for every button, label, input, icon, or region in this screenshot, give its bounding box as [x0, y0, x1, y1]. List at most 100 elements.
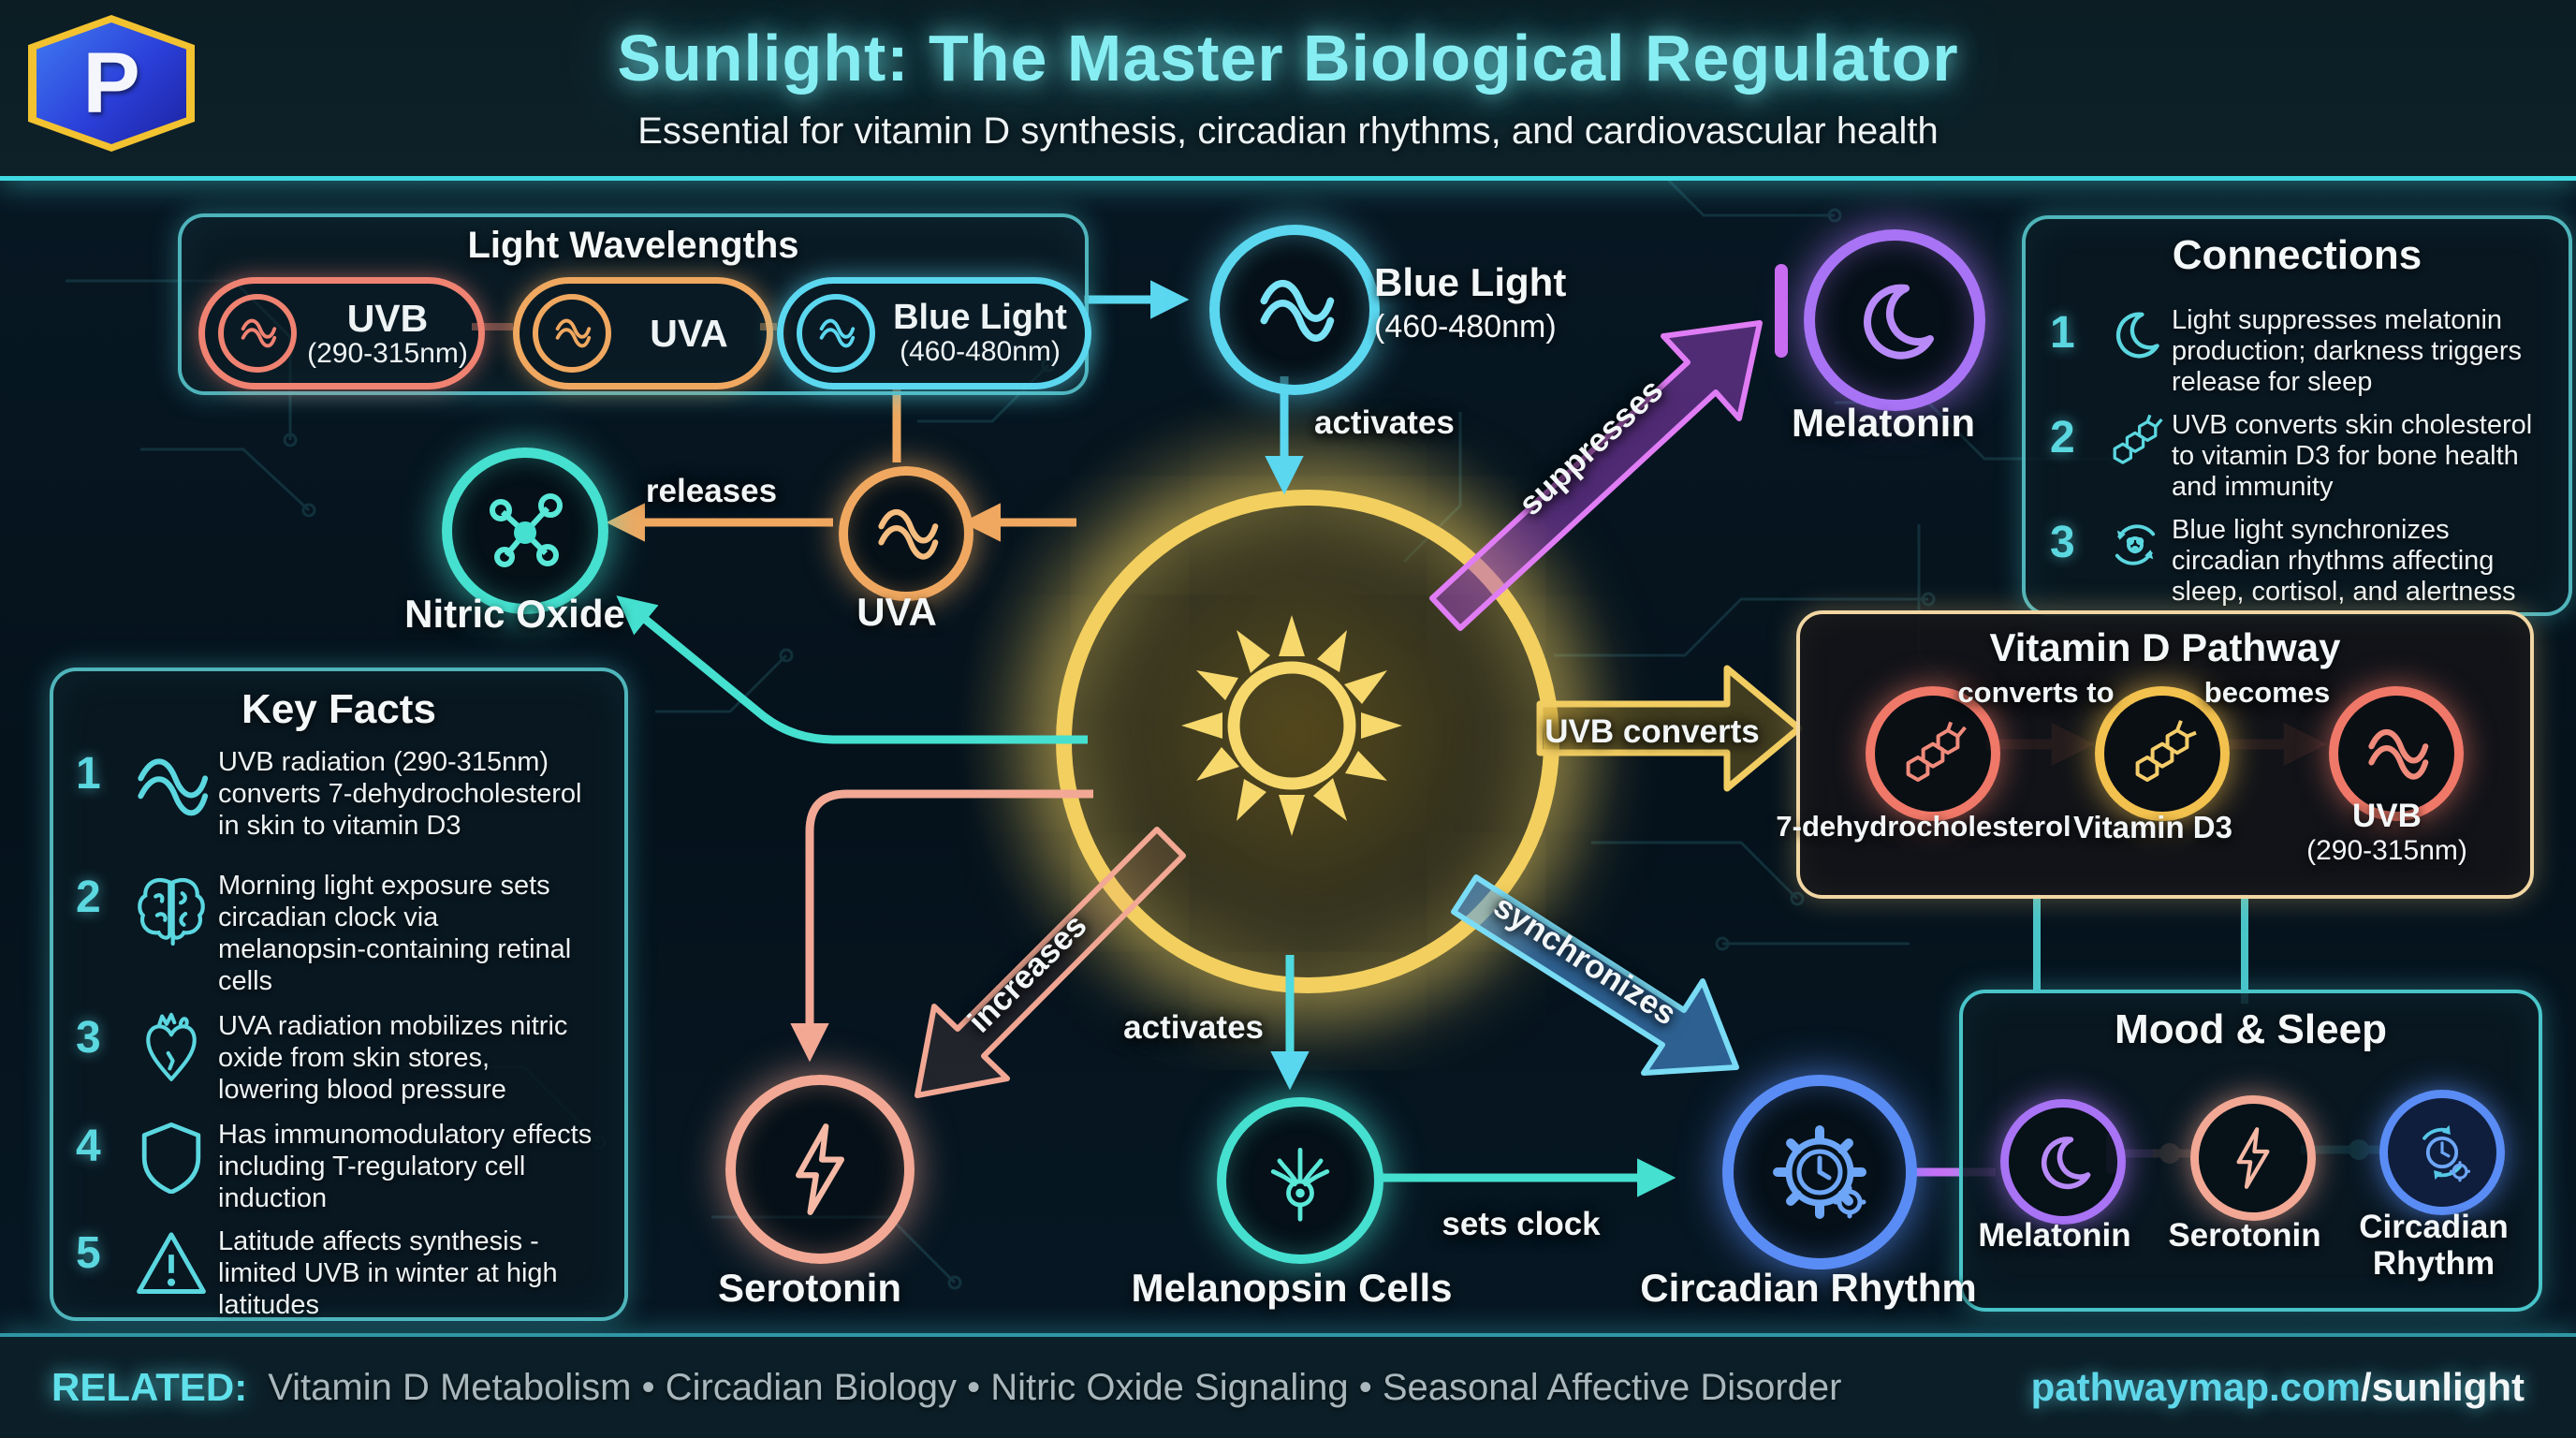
mood-serotonin-label: Serotonin — [2168, 1217, 2321, 1254]
nitric-oxide-node — [442, 448, 608, 614]
vitamin-d3-label: Vitamin D3 — [2073, 810, 2232, 844]
mood-melatonin-node — [2000, 1099, 2126, 1225]
melanopsin-node — [1217, 1097, 1383, 1264]
serotonin-node — [725, 1075, 915, 1264]
uva-node — [839, 466, 973, 601]
moon-icon — [1864, 284, 1934, 360]
wave-icon — [878, 508, 939, 560]
circadian-node-label: Circadian Rhythm — [1640, 1266, 1977, 1310]
fact-text: Has immunomodulatory effects including T… — [218, 1120, 593, 1213]
key-fact-item: 5 Latitude affects synthesis - limited U… — [76, 1225, 605, 1321]
fact-number: 4 — [76, 1122, 101, 1171]
key-fact-item: 3 UVA radiation mobilizes nitric oxide f… — [76, 1010, 605, 1106]
uva-pill-label: UVA — [650, 311, 728, 355]
edge-label-sets-clock: sets clock — [1442, 1206, 1601, 1242]
suppresses-end-bar — [1775, 264, 1788, 358]
moon-icon — [2041, 1137, 2091, 1190]
uva-pill: UVA — [513, 277, 773, 389]
connection-text: Blue light synchronizes circadian rhythm… — [2172, 515, 2516, 607]
connections-panel: Connections 1 Light suppresses melatonin… — [2022, 215, 2572, 616]
gear-clock-icon — [2422, 1124, 2471, 1182]
logo-badge: P — [28, 15, 195, 152]
melatonin-node — [1804, 229, 1985, 411]
connection-text: UVB converts skin cholesterol to vitamin… — [2172, 410, 2533, 502]
key-facts-panel: Key Facts 1 UVB radiation (290-315nm) co… — [50, 668, 628, 1321]
blue-light-node — [1209, 225, 1380, 395]
vitamin-d3-node — [2095, 686, 2230, 821]
shield-icon — [124, 1119, 218, 1194]
molecule-icon — [490, 493, 563, 567]
page-subtitle: Essential for vitamin D synthesis, circa… — [637, 110, 1939, 152]
uvb-pathway-range: (290-315nm) — [2306, 835, 2467, 866]
fact-text: Morning light exposure sets circadian cl… — [218, 871, 572, 996]
lightning-icon — [796, 1123, 844, 1215]
edge-label-releases: releases — [645, 473, 778, 509]
edge-sun-to-no — [616, 595, 1088, 744]
related-topics: Vitamin D Metabolism • Circadian Biology… — [268, 1366, 1842, 1408]
wave-icon — [797, 294, 875, 373]
uvb-pathway-node — [2329, 686, 2464, 821]
fact-text: UVA radiation mobilizes nitric oxide fro… — [218, 1011, 568, 1105]
blue-pill-range: (460-480nm) — [900, 336, 1061, 368]
connection-number: 2 — [2050, 413, 2075, 462]
edge-label-converts-to: converts to — [1957, 676, 2115, 709]
suppresses-arrow — [1429, 320, 1763, 631]
edge-label-activates-top: activates — [1314, 404, 1455, 441]
uvb-pill-range: (290-315nm) — [307, 337, 468, 369]
mood-circadian-label: Circadian Rhythm — [2359, 1209, 2509, 1282]
melatonin-node-label: Melatonin — [1792, 401, 1975, 445]
edge-label-uvb-converts: UVB converts — [1544, 713, 1760, 750]
logo-letter: P — [82, 35, 140, 131]
key-facts-title: Key Facts — [242, 686, 436, 732]
blue-light-node-range: (460-480nm) — [1374, 309, 1557, 345]
key-fact-item: 4 Has immunomodulatory effects including… — [76, 1119, 605, 1214]
dehydrocholesterol-node — [1866, 686, 2000, 821]
fact-text: UVB radiation (290-315nm) converts 7-deh… — [218, 747, 582, 841]
wave-icon — [124, 746, 218, 827]
key-fact-item: 1 UVB radiation (290-315nm) converts 7-d… — [76, 746, 605, 842]
warning-icon — [124, 1225, 218, 1302]
uvb-converts-arrow — [1536, 665, 1803, 792]
wave-icon — [218, 294, 297, 373]
wave-icon — [2368, 728, 2429, 780]
edge-label-activates-bottom: activates — [1123, 1009, 1264, 1046]
fact-number: 3 — [76, 1013, 101, 1063]
connection-number: 1 — [2050, 308, 2075, 358]
light-wavelengths-title: Light Wavelengths — [467, 225, 799, 266]
connection-number: 3 — [2050, 518, 2075, 567]
page-title: Sunlight: The Master Biological Regulato… — [617, 22, 1959, 95]
site-path[interactable]: /sunlight — [2361, 1365, 2525, 1409]
footer: RELATED: Vitamin D Metabolism • Circadia… — [0, 1333, 2576, 1438]
uvb-pill: UVB(290-315nm) — [198, 277, 485, 389]
header: Sunlight: The Master Biological Regulato… — [0, 0, 2576, 181]
synchronizes-arrow — [1451, 874, 1739, 1076]
connection-item: 3 Blue light synchronizes circadian rhyt… — [2050, 515, 2546, 608]
circadian-node — [1722, 1075, 1917, 1269]
connection-item: 2 UVB converts skin cholesterol to vitam… — [2050, 410, 2546, 503]
dehydrocholesterol-label: 7-dehydrocholesterol — [1776, 810, 2071, 843]
mood-serotonin-node — [2190, 1095, 2316, 1221]
nitric-oxide-node-label: Nitric Oxide — [404, 592, 625, 636]
melanopsin-node-label: Melanopsin Cells — [1131, 1266, 1453, 1310]
vitamin-d-title: Vitamin D Pathway — [1989, 625, 2341, 669]
edge-sun-to-serotonin — [790, 789, 1093, 1063]
gear-clock-icon — [1773, 1125, 1866, 1219]
mood-melatonin-label: Melatonin — [1978, 1217, 2131, 1254]
edge-label-becomes: becomes — [2203, 676, 2331, 709]
lightning-icon — [2236, 1127, 2270, 1189]
mood-sleep-title: Mood & Sleep — [2115, 1006, 2387, 1052]
site-domain[interactable]: pathwaymap.com — [2030, 1365, 2362, 1409]
connections-title: Connections — [2172, 232, 2422, 278]
fact-number: 1 — [76, 749, 101, 799]
logo-inner: P — [37, 22, 186, 144]
moon-icon — [2099, 305, 2172, 363]
uva-node-label: UVA — [856, 590, 937, 634]
blue-light-pill: Blue Light(460-480nm) — [777, 277, 1091, 389]
site-link[interactable]: pathwaymap.com/sunlight — [2031, 1365, 2525, 1410]
brain-icon — [124, 870, 218, 948]
fact-number: 5 — [76, 1228, 101, 1278]
melanopsin-cell-icon — [1270, 1147, 1330, 1222]
sun-icon — [1181, 615, 1402, 836]
